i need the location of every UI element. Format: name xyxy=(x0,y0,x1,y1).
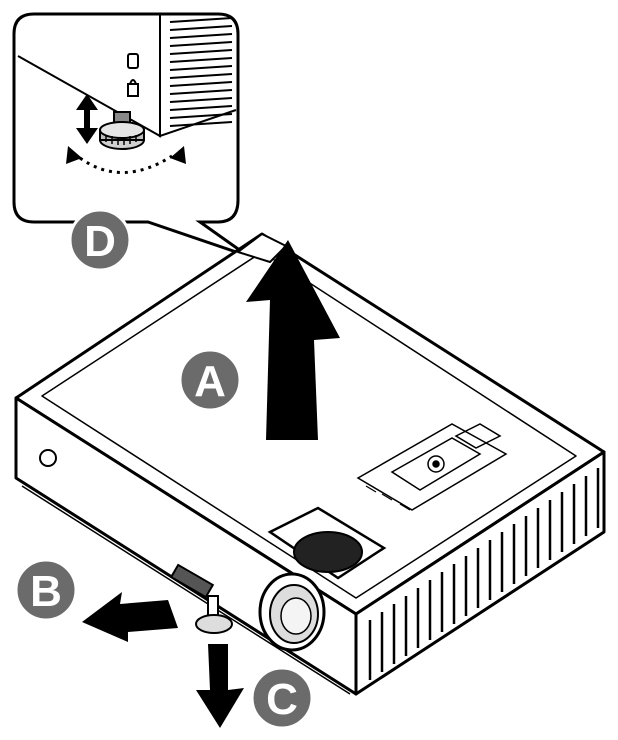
callout-d-label: D xyxy=(84,217,116,266)
elevator-button xyxy=(169,563,233,634)
side-vents xyxy=(368,468,600,680)
elevator-foot-icon xyxy=(99,111,145,150)
callout-d: D xyxy=(68,208,132,272)
callout-b: B xyxy=(14,558,78,622)
callout-b-label: B xyxy=(30,567,62,616)
callout-c-label: C xyxy=(266,675,298,724)
down-arrow xyxy=(196,644,244,728)
lift-arrow xyxy=(246,240,340,440)
rotate-arrows-icon xyxy=(66,146,186,174)
zoom-focus-recess xyxy=(267,506,387,580)
callout-a-label: A xyxy=(194,357,226,406)
callout-c: C xyxy=(250,666,314,730)
lens xyxy=(258,572,326,652)
zoom-inset xyxy=(12,12,249,258)
ir-sensor xyxy=(39,449,57,467)
up-down-arrow-icon xyxy=(76,94,98,144)
callout-a: A xyxy=(178,348,242,412)
control-panel xyxy=(356,423,508,511)
inset-vents xyxy=(169,17,233,127)
push-button-arrow xyxy=(82,592,178,642)
